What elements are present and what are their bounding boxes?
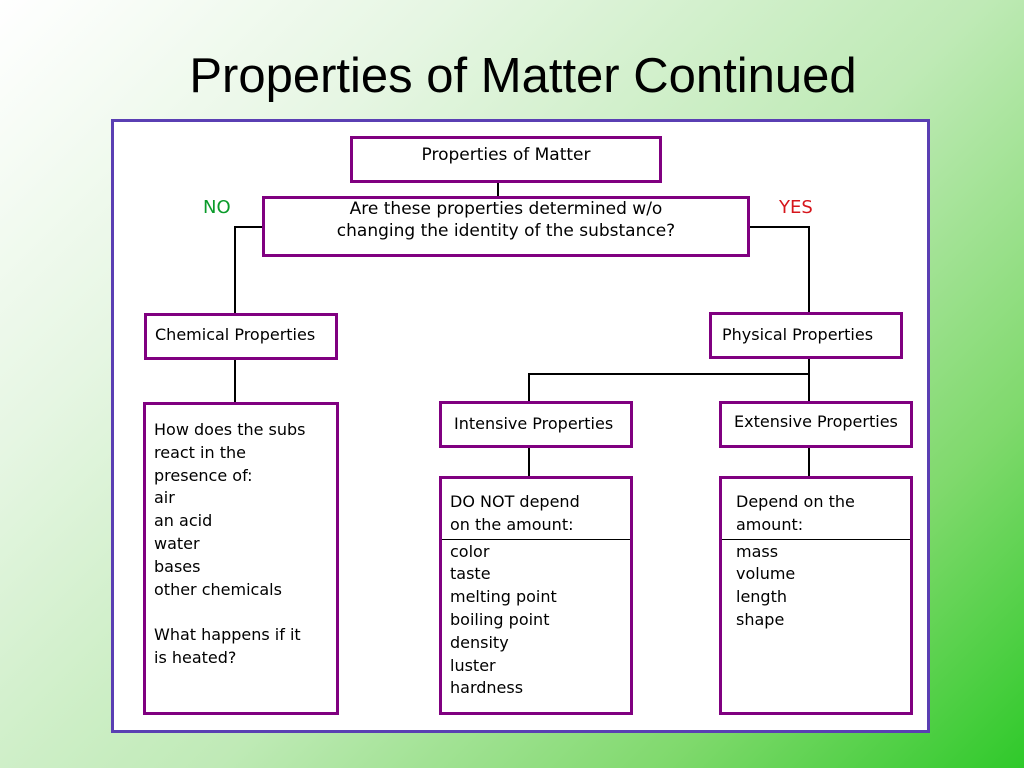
chemical-line: How does the subs — [154, 420, 306, 439]
intensive-item: boiling point — [450, 609, 550, 629]
chemical-line: bases — [154, 556, 201, 576]
question-node: Are these properties determined w/o chan… — [262, 196, 750, 257]
connector-physical-split — [528, 373, 809, 375]
chemical-line: other chemicals — [154, 579, 282, 599]
chemical-line: What happens if it — [154, 625, 301, 645]
extensive-item: mass — [736, 541, 779, 561]
connector-physical-down — [808, 357, 810, 402]
intensive-header-line-2: on the amount: — [450, 514, 574, 534]
physical-properties-label: Physical Properties — [722, 325, 874, 344]
extensive-properties-node: Extensive Properties — [719, 401, 913, 448]
intensive-item: taste — [450, 564, 491, 584]
extensive-properties-label: Extensive Properties — [734, 412, 898, 431]
no-label: NO — [203, 197, 231, 218]
extensive-details-box: Depend on the amount: mass volume length… — [719, 476, 913, 715]
chemical-line-spacer — [154, 601, 336, 624]
connector-yes-vertical — [808, 226, 810, 314]
extensive-header-line-1: Depend on the — [736, 492, 855, 511]
connector-root-question — [497, 182, 499, 198]
extensive-item: volume — [736, 564, 796, 584]
connector-extensive-list — [808, 446, 810, 477]
chemical-line: presence of: — [154, 465, 253, 485]
connector-intensive-up — [528, 373, 530, 402]
intensive-item: color — [450, 541, 490, 561]
physical-properties-node: Physical Properties — [709, 312, 903, 359]
intensive-header-line-1: DO NOT depend — [450, 492, 580, 511]
yes-label: YES — [779, 197, 813, 218]
chemical-line: is heated? — [154, 647, 237, 667]
intensive-properties-label: Intensive Properties — [454, 414, 614, 433]
chemical-line: air — [154, 488, 175, 508]
intensive-properties-node: Intensive Properties — [439, 401, 633, 448]
intensive-item: melting point — [450, 587, 557, 607]
connector-no-horizontal — [234, 226, 264, 228]
chemical-line: water — [154, 533, 200, 553]
intensive-item: hardness — [450, 678, 524, 698]
intensive-item: density — [450, 632, 509, 652]
extensive-header: Depend on the amount: — [722, 479, 910, 540]
intensive-details-box: DO NOT depend on the amount: color taste… — [439, 476, 633, 715]
chemical-line: an acid — [154, 511, 213, 531]
root-node-label: Properties of Matter — [421, 145, 591, 165]
root-node: Properties of Matter — [350, 136, 662, 183]
question-line-2: changing the identity of the substance? — [336, 220, 676, 241]
chemical-details-box: How does the subs react in the presence … — [143, 402, 339, 715]
connector-intensive-list — [528, 446, 530, 477]
chemical-properties-node: Chemical Properties — [144, 313, 338, 360]
chemical-line: react in the — [154, 442, 246, 462]
connector-chemical-list — [234, 358, 236, 404]
intensive-header: DO NOT depend on the amount: — [442, 479, 630, 540]
chemical-properties-label: Chemical Properties — [155, 325, 316, 344]
intensive-item: luster — [450, 655, 496, 675]
extensive-header-line-2: amount: — [736, 514, 804, 534]
question-line-1: Are these properties determined w/o — [349, 199, 663, 219]
slide-title: Properties of Matter Continued — [189, 49, 857, 103]
extensive-item: shape — [736, 609, 785, 629]
extensive-item: length — [736, 587, 787, 607]
connector-yes-horizontal — [748, 226, 809, 228]
connector-no-vertical — [234, 226, 236, 314]
